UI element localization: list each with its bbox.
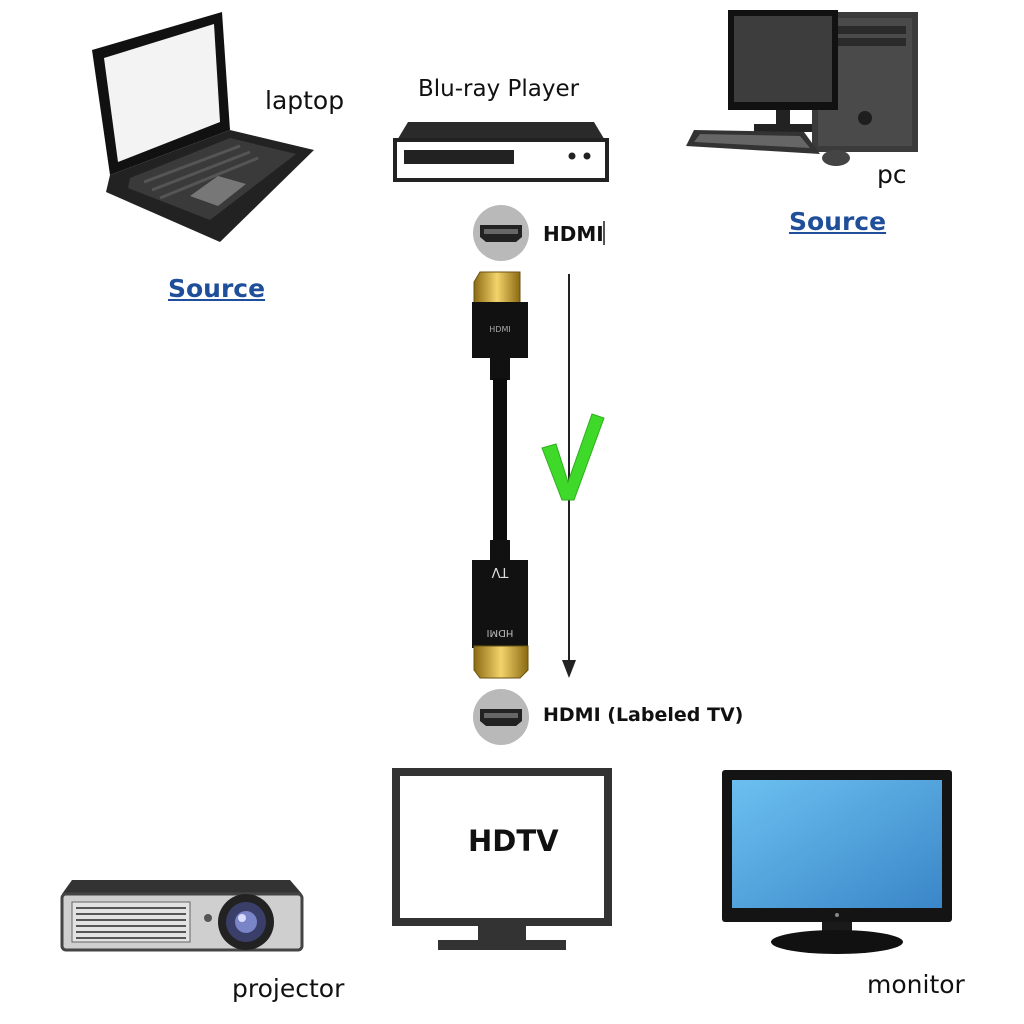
down-arrow-icon (562, 274, 576, 678)
checkmark-icon (541, 413, 605, 501)
source-link-right[interactable]: Source (789, 207, 887, 236)
top-plug-text: HDMI (489, 325, 510, 334)
hdmi-top-divider (603, 221, 605, 245)
monitor-label: monitor (867, 970, 965, 999)
projector-label: projector (232, 974, 345, 1003)
bluray-label: Blu-ray Player (418, 76, 580, 102)
pc-label: pc (877, 160, 907, 189)
pc-icon (686, 10, 918, 166)
hdmi-port-bottom-icon (473, 689, 529, 745)
bottom-plug-tip (473, 645, 529, 679)
hdmi-bottom-label: HDMI (Labeled TV) (543, 704, 744, 726)
laptop-label: laptop (265, 86, 345, 115)
projector-icon (60, 880, 304, 952)
top-plug-tip (473, 271, 521, 305)
bottom-plug-text-1: TV (491, 564, 509, 579)
hdmi-cable: HDMI TV HDMI (472, 271, 529, 679)
hdmi-top-label: HDMI (543, 222, 604, 246)
bluray-player-icon (393, 122, 609, 182)
bottom-plug-housing (472, 560, 528, 648)
laptop-icon (92, 12, 314, 242)
source-link-left[interactable]: Source (168, 274, 266, 303)
top-plug-housing (472, 302, 528, 358)
monitor-icon (722, 770, 952, 954)
hdtv-label: HDTV (468, 824, 559, 858)
hdmi-port-top-icon (473, 205, 529, 261)
hdtv-icon (392, 768, 612, 950)
bottom-plug-text-2: HDMI (487, 627, 514, 638)
